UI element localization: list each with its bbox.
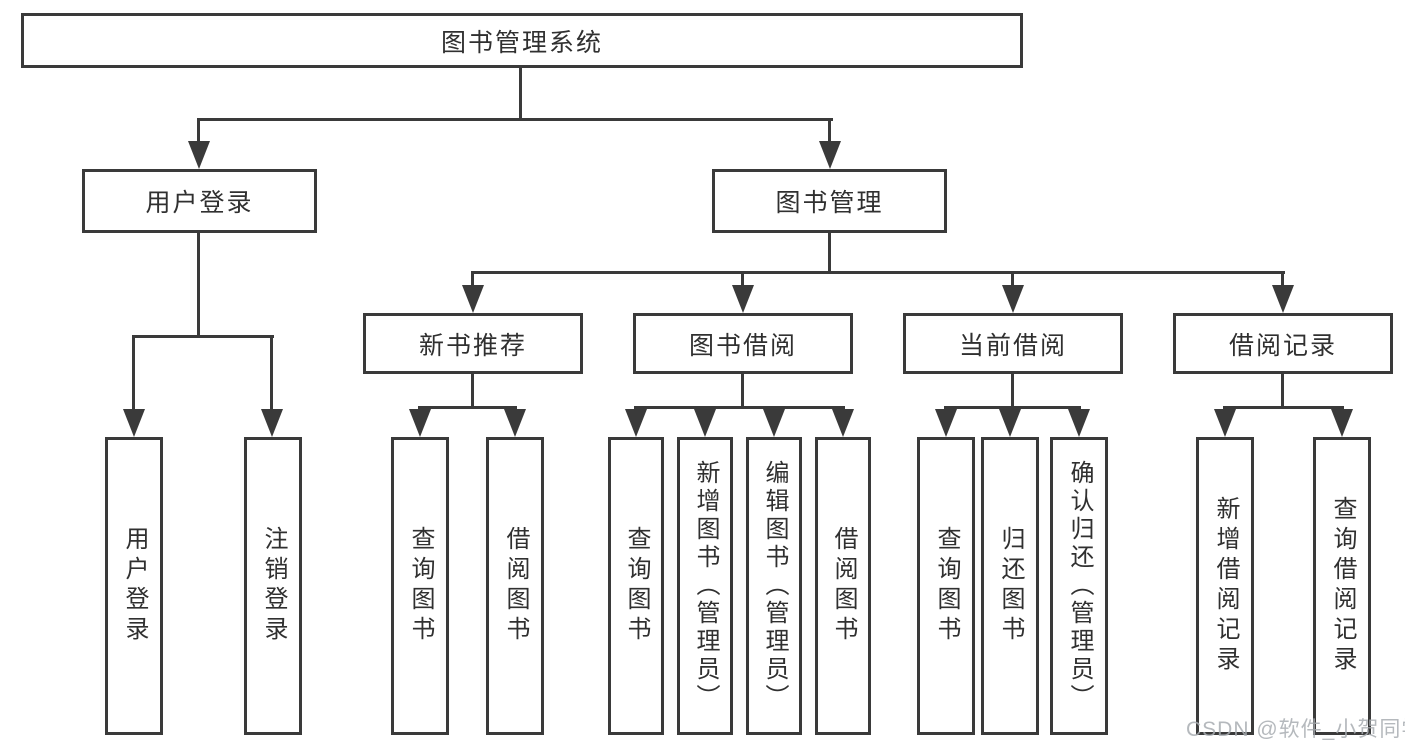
connector-branch-current-borrow xyxy=(944,406,1081,409)
node-book-mgmt: 图书管理 xyxy=(712,169,947,233)
node-book-mgmt-label: 图书管理 xyxy=(775,189,884,217)
node-current-borrow-label: 当前借阅 xyxy=(958,331,1067,360)
arrowhead-current-borrow xyxy=(1002,285,1024,313)
arrowhead-borrow-records xyxy=(1272,285,1294,313)
node-leaf-rec-query: 查询借阅记录 xyxy=(1313,437,1371,735)
connector-branch-user-login xyxy=(132,335,274,338)
node-root: 图书管理系统 xyxy=(21,13,1023,68)
arrowhead-new-books xyxy=(462,285,484,313)
node-leaf-bw-borrow: 借阅图书 xyxy=(815,437,871,735)
arrowhead-leaf-logout xyxy=(261,409,283,437)
connector-new-books-shaft xyxy=(471,274,474,287)
connector-user-login-stub xyxy=(197,233,200,337)
connector-user-login-shaft xyxy=(197,120,200,144)
connector-borrowing-stub xyxy=(741,374,744,408)
arrowhead-nb-query xyxy=(409,409,431,437)
connector-branch-borrowing xyxy=(634,406,845,409)
node-new-books-label: 新书推荐 xyxy=(418,331,527,360)
node-leaf-bw-add-label: 新增图书（管理员） xyxy=(692,460,719,712)
node-leaf-rec-add-label: 新增借阅记录 xyxy=(1212,496,1239,676)
arrowhead-borrowing xyxy=(732,285,754,313)
node-leaf-bw-query-label: 查询图书 xyxy=(623,526,650,646)
node-user-login: 用户登录 xyxy=(82,169,317,233)
node-leaf-cur-confirm-label: 确认归还（管理员） xyxy=(1066,460,1093,712)
arrowhead-rec-query xyxy=(1331,409,1353,437)
arrowhead-bw-edit xyxy=(763,409,785,437)
node-leaf-logout: 注销登录 xyxy=(244,437,302,735)
connector-borrowing-shaft xyxy=(741,274,744,287)
connector-leaf-logout-shaft xyxy=(270,337,273,412)
arrowhead-cur-query xyxy=(935,409,957,437)
node-leaf-cur-query: 查询图书 xyxy=(917,437,975,735)
node-leaf-cur-confirm: 确认归还（管理员） xyxy=(1050,437,1108,735)
arrowhead-leaf-user-login xyxy=(123,409,145,437)
node-borrowing-label: 图书借阅 xyxy=(688,331,797,360)
node-new-books: 新书推荐 xyxy=(363,313,583,374)
arrowhead-bw-add xyxy=(694,409,716,437)
node-leaf-logout-label: 注销登录 xyxy=(260,526,287,646)
node-leaf-user-login: 用户登录 xyxy=(105,437,163,735)
connector-current-borrow-shaft xyxy=(1011,274,1014,287)
arrowhead-rec-add xyxy=(1214,409,1236,437)
arrowhead-user-login xyxy=(188,141,210,169)
node-leaf-bw-edit-label: 编辑图书（管理员） xyxy=(761,460,788,712)
node-leaf-nb-borrow-label: 借阅图书 xyxy=(502,526,529,646)
node-leaf-bw-edit: 编辑图书（管理员） xyxy=(746,437,802,735)
arrowhead-book-mgmt xyxy=(819,141,841,169)
connector-current-borrow-stub xyxy=(1011,374,1014,408)
node-borrow-records: 借阅记录 xyxy=(1173,313,1393,374)
node-leaf-cur-query-label: 查询图书 xyxy=(933,526,960,646)
arrowhead-nb-borrow xyxy=(504,409,526,437)
connector-borrow-records-stub xyxy=(1281,374,1284,408)
connector-branch-borrow-records xyxy=(1223,406,1344,409)
node-leaf-cur-return: 归还图书 xyxy=(981,437,1039,735)
arrowhead-bw-query xyxy=(625,409,647,437)
node-leaf-rec-add: 新增借阅记录 xyxy=(1196,437,1254,735)
connector-branch-level1 xyxy=(197,118,833,121)
arrowhead-cur-confirm xyxy=(1068,409,1090,437)
connector-book-mgmt-stub xyxy=(828,233,831,274)
node-user-login-label: 用户登录 xyxy=(145,189,254,217)
node-borrow-records-label: 借阅记录 xyxy=(1228,331,1337,360)
connector-branch-new-books xyxy=(418,406,517,409)
connector-new-books-stub xyxy=(471,374,474,408)
node-leaf-nb-query: 查询图书 xyxy=(391,437,449,735)
node-leaf-nb-query-label: 查询图书 xyxy=(407,526,434,646)
node-leaf-bw-query: 查询图书 xyxy=(608,437,664,735)
node-leaf-cur-return-label: 归还图书 xyxy=(997,526,1024,646)
node-leaf-nb-borrow: 借阅图书 xyxy=(486,437,544,735)
csdn-watermark: CSDN @软件_小贺同学 xyxy=(1186,718,1405,741)
node-leaf-rec-query-label: 查询借阅记录 xyxy=(1329,496,1356,676)
arrowhead-bw-borrow xyxy=(832,409,854,437)
connector-leaf-user-login-shaft xyxy=(132,337,135,412)
node-root-label: 图书管理系统 xyxy=(440,28,603,57)
connector-branch-level2 xyxy=(471,271,1285,274)
node-leaf-bw-add: 新增图书（管理员） xyxy=(677,437,733,735)
arrowhead-cur-return xyxy=(999,409,1021,437)
connector-book-mgmt-shaft xyxy=(828,120,831,144)
node-leaf-bw-borrow-label: 借阅图书 xyxy=(830,526,857,646)
node-borrowing: 图书借阅 xyxy=(633,313,853,374)
node-leaf-user-login-label: 用户登录 xyxy=(121,526,148,646)
node-current-borrow: 当前借阅 xyxy=(903,313,1123,374)
connector-borrow-records-shaft xyxy=(1281,274,1284,287)
connector-root-stub xyxy=(519,68,522,120)
